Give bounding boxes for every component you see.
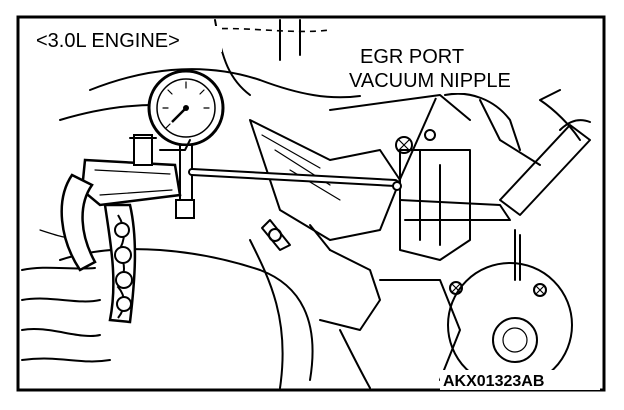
figure-code: AKX01323AB: [443, 373, 544, 390]
vacuum-pump-gauge: [60, 69, 399, 324]
callout-leader-line: [396, 97, 437, 187]
callout-label-line2: VACUUM NIPPLE: [349, 70, 511, 92]
engine-label: <3.0L ENGINE>: [36, 30, 180, 52]
callout-label-line1: EGR PORT: [360, 46, 464, 68]
vacuum-nipple-marker: [392, 181, 402, 191]
